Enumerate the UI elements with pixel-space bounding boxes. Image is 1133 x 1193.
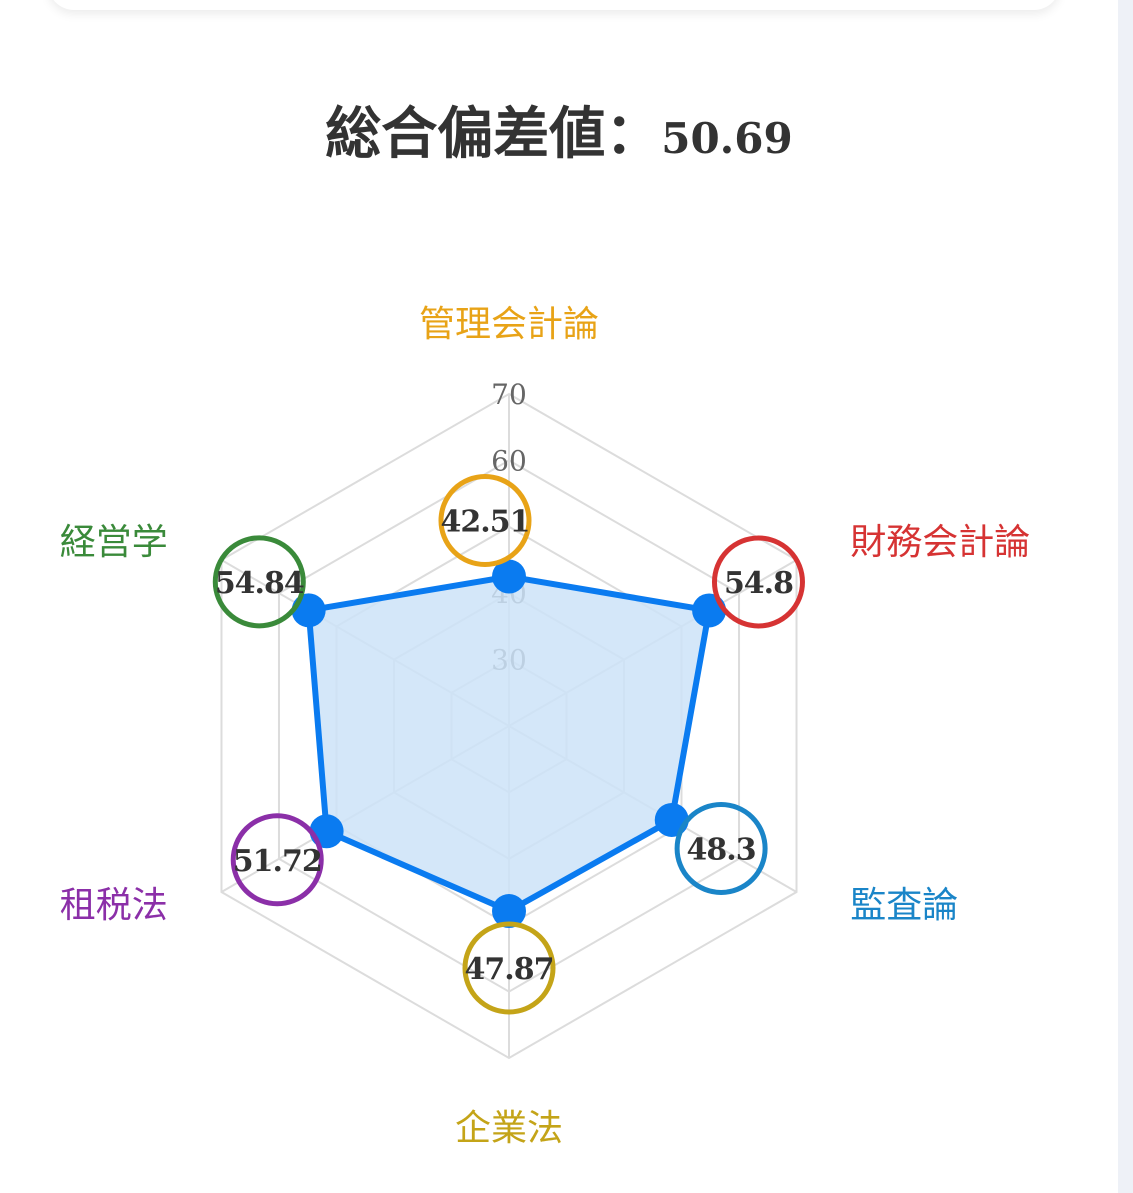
value-label: 51.72 bbox=[233, 844, 322, 879]
axis-label: 監査論 bbox=[850, 885, 958, 926]
top-card bbox=[48, 0, 1060, 10]
value-ring bbox=[212, 535, 306, 629]
series-area bbox=[305, 573, 713, 915]
axis-label: 企業法 bbox=[455, 1108, 563, 1149]
value-ring bbox=[711, 535, 805, 629]
radar-series bbox=[305, 573, 713, 915]
axis-label: 財務会計論 bbox=[850, 522, 1030, 563]
data-point bbox=[654, 802, 689, 837]
score-separator: ： bbox=[605, 101, 662, 167]
value-label: 48.3 bbox=[687, 832, 756, 867]
score-value: 50.69 bbox=[661, 114, 793, 163]
tick-label: 70 bbox=[491, 378, 527, 411]
value-label: 47.87 bbox=[465, 952, 554, 987]
tick-label: 60 bbox=[491, 444, 527, 477]
data-point bbox=[492, 894, 526, 929]
value-ring bbox=[674, 801, 768, 895]
value-ring bbox=[438, 474, 532, 568]
data-point bbox=[492, 559, 526, 594]
axis-label: 管理会計論 bbox=[419, 304, 599, 345]
axis-label: 経営学 bbox=[60, 522, 168, 563]
value-ring bbox=[230, 813, 324, 907]
value-ring bbox=[462, 921, 556, 1015]
total-score-title: 総合偏差値：50.69 bbox=[0, 106, 1118, 162]
value-label: 54.8 bbox=[724, 566, 793, 601]
scrollbar-track[interactable] bbox=[1118, 0, 1133, 1193]
radar-value-labels: 42.51 54.8 48.3 47.87 51.72 54.84 bbox=[212, 474, 805, 1015]
score-label: 総合偏差値 bbox=[325, 101, 606, 167]
axis-label: 租税法 bbox=[60, 885, 168, 926]
data-point bbox=[692, 593, 727, 628]
value-label: 54.84 bbox=[215, 566, 304, 601]
value-label: 42.51 bbox=[441, 505, 530, 540]
